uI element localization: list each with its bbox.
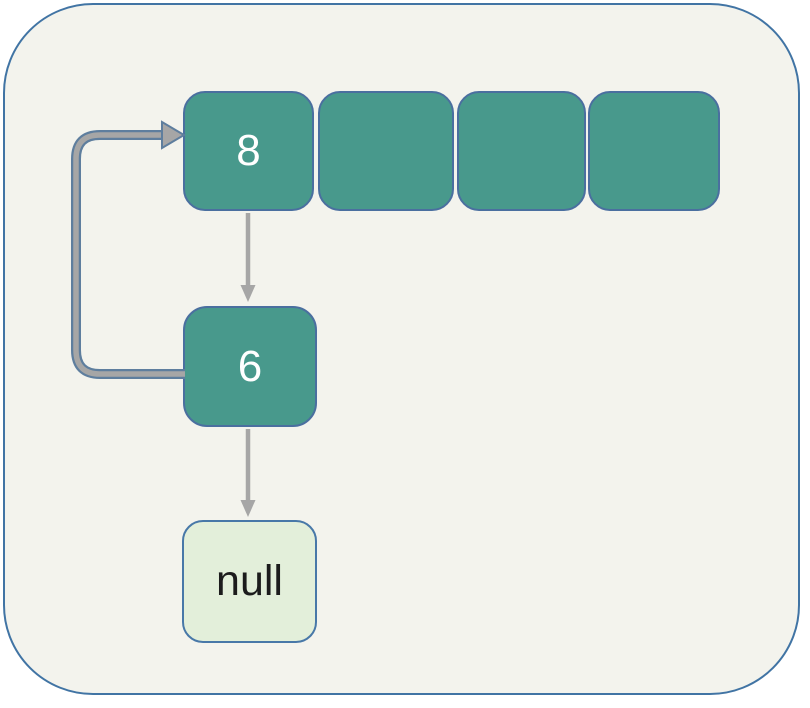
array-cell-head-label: 8: [236, 126, 261, 175]
null-node: null: [182, 520, 317, 643]
list-node-6-label: 6: [237, 341, 263, 391]
null-node-label: null: [216, 557, 283, 605]
array-cell-3: [457, 91, 586, 211]
array-cell-2: [318, 91, 454, 211]
list-node-6: 6: [183, 306, 317, 427]
array-cell-head: 8: [183, 91, 314, 211]
array-cell-4: [588, 91, 720, 211]
